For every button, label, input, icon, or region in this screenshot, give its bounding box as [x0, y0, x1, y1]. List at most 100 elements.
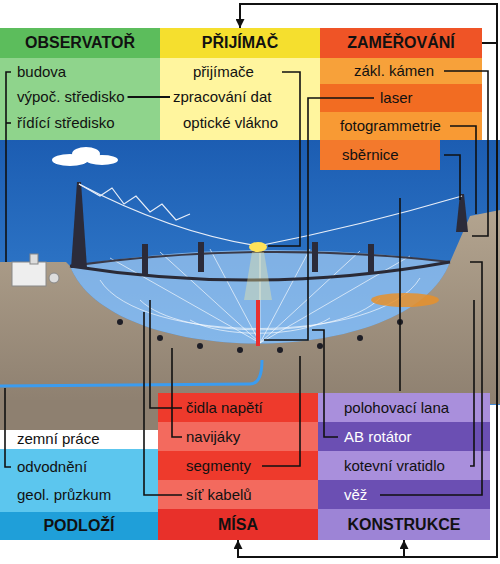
component-box: odvodnění	[14, 457, 90, 477]
component-box: geol. průzkum	[14, 485, 114, 505]
dish	[357, 335, 363, 341]
building	[49, 273, 59, 283]
component-box: zemní práce	[14, 429, 103, 449]
category-heading: OBSERVATOŘ	[0, 28, 160, 58]
component-label: přijímače	[193, 63, 254, 81]
component-box: polohovací lana	[318, 393, 490, 422]
dish	[70, 248, 450, 353]
water-pipe	[0, 360, 262, 386]
leader-line	[144, 312, 182, 495]
towers	[368, 244, 374, 272]
dish	[371, 293, 439, 307]
category-column: KONSTRUKCE polohovací lana AB rotátor kotev…	[318, 393, 490, 540]
leader-line	[264, 98, 374, 340]
dish	[157, 335, 163, 341]
component-label: výpoč. středisko	[17, 88, 125, 106]
leader-line	[172, 348, 182, 437]
component-label: fotogrammetrie	[340, 117, 441, 135]
component-label: laser	[380, 89, 413, 107]
component-label: budova	[17, 63, 66, 81]
water-pipe	[0, 360, 262, 386]
component-label: sběrnice	[342, 146, 399, 164]
category-heading: PŘIJÍMAČ	[160, 28, 320, 58]
cables	[79, 184, 462, 246]
component-box: řídící středisko	[14, 113, 118, 133]
component-label: segmenty	[186, 457, 251, 475]
leader-line	[444, 155, 460, 200]
component-label: navijáky	[186, 428, 240, 446]
column-ground	[0, 58, 160, 140]
leader-line	[150, 300, 182, 408]
category-column: OBSERVATOŘ budova výpoč. středisko řídící s…	[0, 28, 160, 140]
dish	[260, 251, 360, 343]
leader-line	[470, 300, 474, 466]
towers	[142, 244, 148, 274]
component-label: věž	[344, 486, 367, 504]
building	[12, 262, 46, 286]
cables	[79, 184, 190, 220]
category-heading: ZAMĚŘOVÁNÍ	[320, 28, 482, 58]
receiver-cabin	[256, 300, 260, 346]
component-box: sběrnice	[320, 140, 440, 170]
component-label: kotevní vratidlo	[344, 457, 445, 475]
category-column: ZAMĚŘOVÁNÍ zákl. kámen laser fotogrammetrie…	[320, 28, 482, 170]
dish	[117, 319, 123, 325]
category-heading: KONSTRUKCE	[318, 509, 490, 540]
category-column: PŘIJÍMAČ přijímače zpracování dat optické v…	[160, 28, 320, 140]
leader-line	[380, 262, 482, 495]
building	[30, 254, 38, 264]
receiver-cabin	[244, 252, 272, 300]
component-box: optické vlákno	[180, 113, 281, 133]
category-heading: MÍSA	[158, 509, 318, 540]
receiver-cabin	[249, 242, 267, 252]
sky	[0, 140, 500, 405]
dish	[317, 343, 323, 349]
cables	[258, 196, 462, 246]
connector-line	[128, 96, 170, 98]
component-label: AB rotátor	[344, 428, 412, 446]
component-box: AB rotátor	[318, 422, 490, 451]
leader-line	[444, 71, 488, 236]
component-label: zpracování dat	[173, 88, 271, 106]
leader-line	[312, 330, 338, 437]
leader-line	[268, 72, 300, 246]
building	[12, 254, 59, 286]
sky	[0, 140, 500, 405]
leader-line	[5, 71, 488, 495]
dish	[237, 347, 243, 353]
ground	[0, 400, 158, 430]
component-label: řídící středisko	[17, 114, 115, 132]
cloud	[52, 147, 118, 166]
dish	[277, 347, 283, 353]
towers	[71, 182, 468, 274]
component-label: polohovací lana	[344, 399, 449, 417]
component-label: geol. průzkum	[17, 486, 111, 504]
leader-line	[450, 126, 476, 214]
leader-line	[5, 388, 11, 467]
cables	[79, 184, 258, 246]
component-label: zemní práce	[17, 430, 100, 448]
towers	[71, 182, 87, 268]
component-label: optické vlákno	[183, 114, 278, 132]
column-ground	[0, 449, 158, 512]
cloud	[86, 155, 118, 165]
component-box: výpoč. středisko	[14, 87, 128, 107]
leader-line	[399, 198, 401, 391]
leader-line	[6, 72, 11, 262]
component-label: síť kabelů	[186, 486, 252, 504]
dish	[197, 343, 203, 349]
column-ground	[160, 58, 320, 140]
receiver-cabin	[244, 242, 272, 346]
component-label: zákl. kámen	[354, 62, 434, 80]
towers	[312, 242, 318, 272]
towers	[456, 194, 468, 232]
category-heading: PODLOŽÍ	[0, 512, 158, 540]
component-box: kotevní vratidlo	[318, 451, 490, 480]
leader-line	[6, 122, 11, 124]
towers	[198, 242, 204, 272]
component-label: odvodnění	[17, 458, 87, 476]
component-box: přijímače	[190, 62, 257, 82]
